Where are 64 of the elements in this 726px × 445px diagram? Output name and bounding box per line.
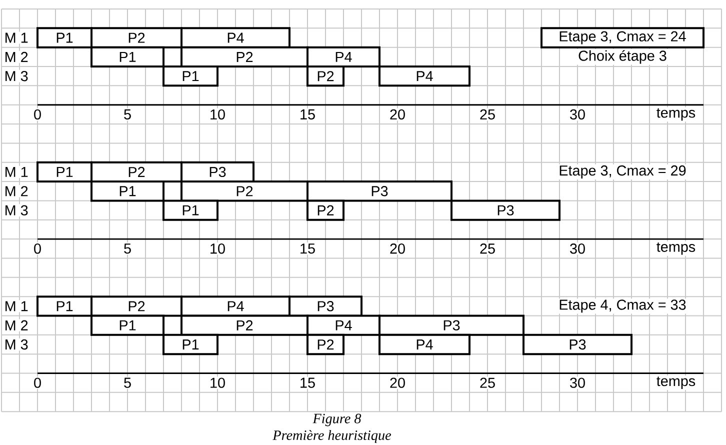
- row-label: M 3: [3, 70, 30, 82]
- tick-label: 20: [388, 108, 407, 121]
- tick-label: 5: [122, 376, 133, 389]
- row-label: M 2: [3, 319, 30, 332]
- task-bar: P1: [36, 296, 92, 317]
- task-bar: P3: [450, 200, 560, 221]
- tick-label: 20: [388, 376, 407, 389]
- tick-label: 30: [568, 376, 587, 389]
- row-label: M 2: [3, 185, 30, 198]
- row-label: M 1: [3, 300, 30, 312]
- tick-label: 15: [298, 108, 317, 121]
- tick-label: 0: [32, 376, 43, 389]
- caption: Première heuristique: [272, 429, 392, 444]
- row-label: M 3: [3, 204, 30, 216]
- task-bar: P3: [288, 296, 362, 317]
- tick-label: 25: [478, 108, 497, 121]
- tick-label: 25: [478, 242, 497, 255]
- tick-label: 0: [32, 108, 43, 121]
- note-text: Etape 3, Cmax = 29: [558, 164, 688, 180]
- tick-label: 30: [568, 242, 587, 255]
- task-bar: P1: [90, 46, 164, 68]
- task-bar: P4: [180, 27, 290, 48]
- figure-number: Figure 8: [312, 412, 362, 428]
- tick-label: 10: [208, 108, 227, 121]
- tick-label: 10: [208, 242, 227, 255]
- tick-label: 5: [122, 108, 133, 121]
- task-bar: P4: [378, 66, 470, 87]
- row-label: M 1: [3, 166, 30, 178]
- task-bar: P4: [180, 296, 290, 317]
- tick-label: 0: [32, 242, 43, 255]
- tick-label: 10: [208, 376, 227, 389]
- note-text: Etape 4, Cmax = 33: [558, 298, 688, 314]
- task-bar: P2: [90, 296, 182, 317]
- row-label: M 2: [3, 50, 30, 64]
- row-label: M 3: [3, 338, 30, 351]
- tick-label: 20: [388, 242, 407, 255]
- tick-label: 30: [568, 108, 587, 121]
- task-bar: P1: [90, 180, 164, 202]
- tick-label: 15: [298, 242, 317, 255]
- task-bar: P2: [90, 161, 182, 183]
- row-label: M 1: [3, 32, 30, 44]
- task-bar: P2: [306, 200, 344, 221]
- task-bar: P4: [306, 314, 380, 336]
- tick-label: 5: [122, 242, 133, 255]
- axis-title: temps: [655, 107, 697, 122]
- task-bar: P1: [36, 161, 92, 183]
- task-bar: P1: [162, 66, 218, 87]
- axis-title: temps: [655, 376, 697, 390]
- task-bar: P1: [162, 200, 218, 221]
- note-text: Choix étape 3: [577, 49, 668, 65]
- task-bar: P3: [180, 161, 254, 183]
- task-bar: P3: [522, 334, 632, 356]
- task-bar: P1: [36, 27, 92, 48]
- task-bar: P1: [90, 314, 164, 336]
- tick-label: 15: [298, 376, 317, 389]
- tick-label: 25: [478, 376, 497, 389]
- task-bar: P4: [378, 334, 470, 356]
- axis-title: temps: [655, 241, 697, 256]
- task-bar: P2: [306, 334, 344, 356]
- task-bar: P2: [306, 66, 344, 87]
- task-bar: P2: [90, 27, 182, 48]
- task-bar: P3: [378, 314, 524, 336]
- task-bar: P1: [162, 334, 218, 356]
- task-bar: P4: [306, 46, 380, 68]
